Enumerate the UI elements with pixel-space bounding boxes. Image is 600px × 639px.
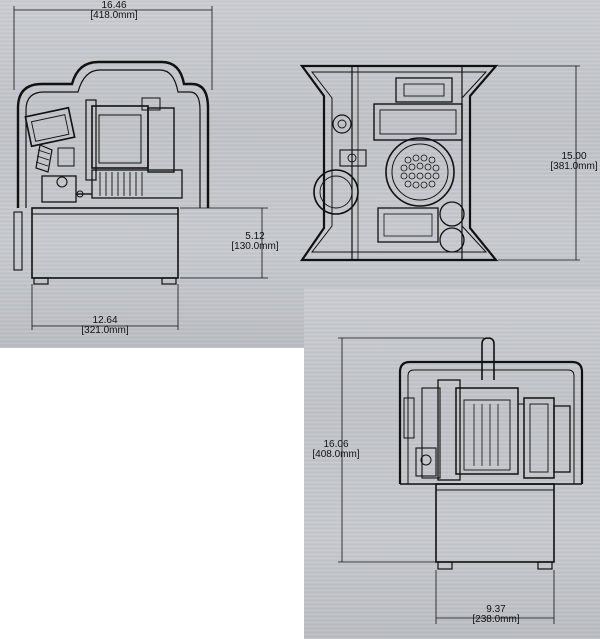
side-height-mm: [408.0mm] — [312, 449, 360, 460]
side-view — [338, 337, 584, 624]
top-view-drawing — [299, 64, 580, 262]
top-depth-inches: 15.00 — [561, 151, 587, 162]
front-width-inches: 16.46 — [101, 0, 127, 11]
front-base-width-inches: 12.64 — [92, 315, 118, 326]
front-and-top-views — [13, 6, 580, 330]
front-width-dimension: 16.46 [418.0mm] — [84, 1, 144, 21]
front-base-height-mm: [130.0mm] — [231, 241, 279, 252]
lower-drawing-panel: 16.06 [408.0mm] 9.37 [238.0mm] — [304, 288, 600, 639]
side-view-drawing — [338, 337, 584, 624]
side-height-dimension: 16.06 [408.0mm] — [306, 440, 366, 460]
front-base-width-mm: [321.0mm] — [81, 325, 129, 336]
side-width-inches: 9.37 — [486, 604, 506, 615]
upper-drawing-panel: 16.46 [418.0mm] 5.12 [130.0mm] 12.64 [32… — [0, 0, 600, 348]
top-depth-dimension: 15.00 [381.0mm] — [548, 152, 600, 172]
front-width-mm: [418.0mm] — [90, 10, 138, 21]
side-width-mm: [238.0mm] — [472, 614, 520, 625]
top-depth-mm: [381.0mm] — [550, 161, 598, 172]
front-base-width-dimension: 12.64 [321.0mm] — [75, 316, 135, 336]
side-width-dimension: 9.37 [238.0mm] — [466, 605, 526, 625]
side-height-inches: 16.06 — [323, 439, 349, 450]
front-view-drawing — [13, 6, 268, 330]
front-base-height-inches: 5.12 — [245, 231, 265, 242]
front-base-height-dimension: 5.12 [130.0mm] — [230, 232, 280, 252]
